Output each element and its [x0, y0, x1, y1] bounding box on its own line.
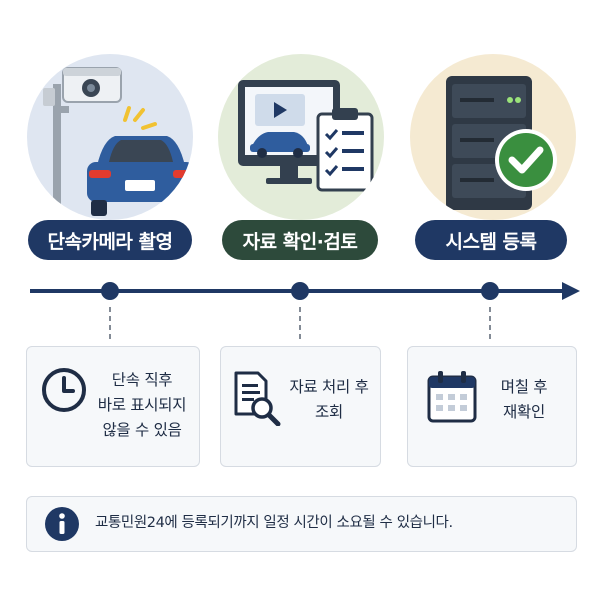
timeline-arrow-icon [562, 282, 580, 300]
step-label-camera: 단속카메라 촬영 [28, 220, 192, 260]
card-line: 재확인 [503, 403, 545, 421]
card-text-timing: 단속 직후 바로 표시되지 않을 수 있음 [89, 368, 195, 443]
card-line: 바로 표시되지 [97, 396, 187, 414]
card-text-processing: 자료 처리 후 조회 [283, 375, 375, 425]
step-label-system: 시스템 등록 [415, 220, 567, 260]
monitor-checklist-icon [238, 80, 374, 192]
timeline-node-1 [101, 282, 119, 300]
calendar-icon [427, 371, 477, 423]
card-line: 단속 직후 [111, 371, 173, 389]
card-line: 조회 [315, 403, 343, 421]
speed-camera-illustration [27, 54, 193, 220]
review-illustration [218, 54, 384, 220]
clock-icon [42, 368, 86, 412]
info-icon [45, 507, 79, 541]
document-search-icon [234, 371, 281, 426]
card-text-recheck: 며칠 후 재확인 [484, 375, 564, 425]
connectors [109, 307, 491, 343]
speed-camera-car-icon [43, 67, 193, 220]
card-line: 않을 수 있음 [102, 421, 182, 439]
server-check-icon [446, 76, 557, 210]
notice-box: 교통민원24에 등록되기까지 일정 시간이 소요될 수 있습니다. [26, 496, 577, 552]
step-label-review: 자료 확인·검토 [222, 220, 378, 260]
system-illustration [410, 54, 576, 220]
process-timeline [30, 282, 580, 300]
card-line: 자료 처리 후 [289, 378, 369, 396]
timeline-node-3 [481, 282, 499, 300]
info-card-timing: 단속 직후 바로 표시되지 않을 수 있음 [26, 346, 200, 467]
card-line: 며칠 후 [500, 378, 548, 396]
info-card-processing: 자료 처리 후 조회 [220, 346, 381, 467]
info-card-recheck: 며칠 후 재확인 [407, 346, 577, 467]
notice-text: 교통민원24에 등록되기까지 일정 시간이 소요될 수 있습니다. [95, 515, 453, 531]
timeline-node-2 [291, 282, 309, 300]
